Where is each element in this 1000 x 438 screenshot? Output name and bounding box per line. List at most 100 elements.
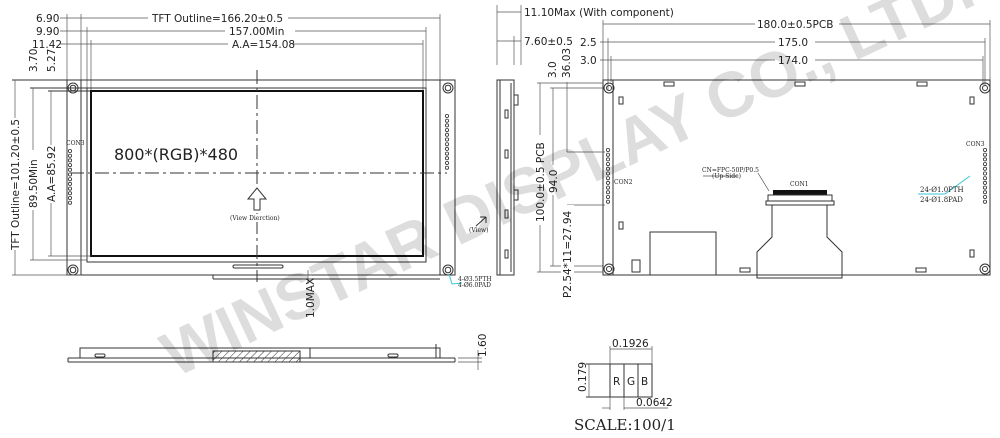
pcb-thickness-label: 1.60: [477, 334, 489, 357]
pin-hole-icon: [983, 162, 988, 167]
pin-pitch-label: P2.54*11=27.94: [562, 211, 574, 298]
pin-hole-icon: [68, 191, 73, 196]
max-gap-label: 1.0MAX: [305, 278, 317, 318]
view-arrow-icon: [475, 216, 487, 227]
pin-hole-icon: [606, 176, 611, 181]
pin-hole-icon: [606, 157, 611, 162]
con1-label: CON1: [790, 181, 809, 188]
con1-connector: [773, 190, 827, 195]
dim-5-27: 5.27: [46, 49, 58, 72]
pin-hole-icon: [983, 147, 988, 152]
height-94-label: 94.0: [548, 170, 560, 193]
view-direction-label: (View Dierction): [230, 215, 280, 222]
pin-hole-icon: [68, 167, 73, 172]
pin-hole-icon: [983, 171, 988, 176]
dim-11-42: 11.42: [32, 39, 62, 51]
pin-hole-icon: [983, 152, 988, 157]
view-label: (View): [469, 227, 489, 234]
back-view: 180.0±0.5PCB 2.5 175.0 3.0 174.0 3.0 36.…: [534, 17, 991, 300]
active-area-width: A.A=154.08: [232, 39, 295, 51]
subpixel-g: G: [627, 376, 635, 388]
pin-hole-icon: [606, 190, 611, 195]
view-direction-arrow-icon: [246, 187, 268, 211]
fpc-hatch: [212, 350, 301, 363]
pixel-detail: 0.1926 0.179 0.0642 R G B SCALE:100/1: [574, 338, 676, 434]
scale-label: SCALE:100/1: [574, 416, 676, 434]
pin-hole-icon: [68, 186, 73, 191]
tft-outline-width: TFT Outline=166.20±0.5: [151, 13, 283, 25]
dim-6-90: 6.90: [36, 13, 59, 25]
pin-hole-icon: [606, 171, 611, 176]
active-area-height: A.A=85.92: [46, 146, 58, 202]
pin-hole-icon: [606, 185, 611, 190]
mounting-hole-icon: [67, 82, 454, 276]
max-thickness-label: 11.10Max (With component): [524, 7, 674, 19]
side-view: 11.10Max (With component) 7.60±0.5 (View…: [469, 5, 674, 276]
pin-hole-icon: [444, 156, 449, 161]
subpixel-r: R: [613, 376, 620, 388]
con3-pins: [983, 147, 988, 204]
pin-hole-icon: [68, 195, 73, 200]
pin-hole-icon: [68, 148, 73, 153]
pin-hole-icon: [68, 158, 73, 163]
pin-hole-icon: [606, 162, 611, 167]
pin-hole-icon: [606, 194, 611, 199]
width-174-label: 174.0: [778, 55, 808, 67]
dim-3-0: 3.0: [580, 55, 597, 67]
bottom-side-view: 1.60: [67, 334, 489, 370]
dim-3-70: 3.70: [28, 49, 40, 72]
pin-hole-icon: [444, 142, 449, 147]
pcb-width-label: 180.0±0.5PCB: [757, 19, 833, 31]
hole-pth-label: 4-Ø3.5PTH: [458, 276, 492, 283]
con2-pins: [606, 147, 611, 204]
con-pins-right: [444, 114, 449, 170]
pin-hole-icon: [68, 172, 73, 177]
dim-3-0-vertical: 3.0: [547, 61, 559, 78]
front-view: 6.90 9.90 11.42 TFT Outline=166.20±0.5 1…: [9, 11, 492, 318]
width-175-label: 175.0: [778, 37, 808, 49]
pin-hole-icon: [68, 163, 73, 168]
pin-hole-icon: [444, 128, 449, 133]
fpc-side-label: (Up-Side): [712, 173, 741, 180]
pin-hole-icon: [444, 114, 449, 119]
pin-pad-label: 24-Ø1.8PAD: [920, 196, 963, 204]
pin-hole-icon: [983, 190, 988, 195]
pin-hole-icon: [68, 153, 73, 158]
fpc-label: CN=FPC-50P/P0.5: [702, 167, 759, 174]
pixel-width-label: 0.1926: [612, 338, 649, 350]
pin-hole-icon: [606, 199, 611, 204]
con3-back-label: CON3: [966, 141, 985, 148]
pin-hole-icon: [606, 147, 611, 152]
pin-hole-icon: [983, 180, 988, 185]
pin-hole-icon: [444, 160, 449, 165]
subpixel-b: B: [641, 376, 648, 388]
hole-pad-label: 4-Ø6.0PAD: [458, 282, 491, 289]
dim-36-03: 36.03: [561, 48, 573, 78]
min-width: 157.00Min: [229, 26, 284, 38]
pin-hole-icon: [444, 146, 449, 151]
pin-hole-icon: [606, 166, 611, 171]
pin-hole-icon: [444, 137, 449, 142]
pcb-hole-icon: [603, 82, 991, 275]
thickness-label: 7.60±0.5: [524, 36, 573, 48]
con3-pins-left: [68, 148, 73, 205]
pin-hole-icon: [444, 118, 449, 123]
pin-hole-icon: [606, 180, 611, 185]
pcb-height-label: 100.0±0.5 PCB: [535, 142, 547, 222]
dim-9-90: 9.90: [36, 26, 59, 38]
pin-hole-icon: [68, 177, 73, 182]
pin-hole-icon: [68, 181, 73, 186]
con3-label: CON3: [66, 140, 85, 147]
subpixel-width-label: 0.0642: [636, 397, 673, 409]
resolution-label: 800*(RGB)*480: [114, 145, 238, 164]
pin-hole-icon: [983, 199, 988, 204]
pixel-height-label: 0.179: [577, 362, 589, 392]
pin-hole-icon: [444, 151, 449, 156]
pin-hole-icon: [444, 123, 449, 128]
pin-hole-icon: [983, 176, 988, 181]
min-height: 89.50Min: [28, 159, 40, 208]
pin-hole-icon: [983, 194, 988, 199]
pin-hole-icon: [606, 152, 611, 157]
pin-pth-label: 24-Ø1.0PTH: [920, 186, 964, 194]
